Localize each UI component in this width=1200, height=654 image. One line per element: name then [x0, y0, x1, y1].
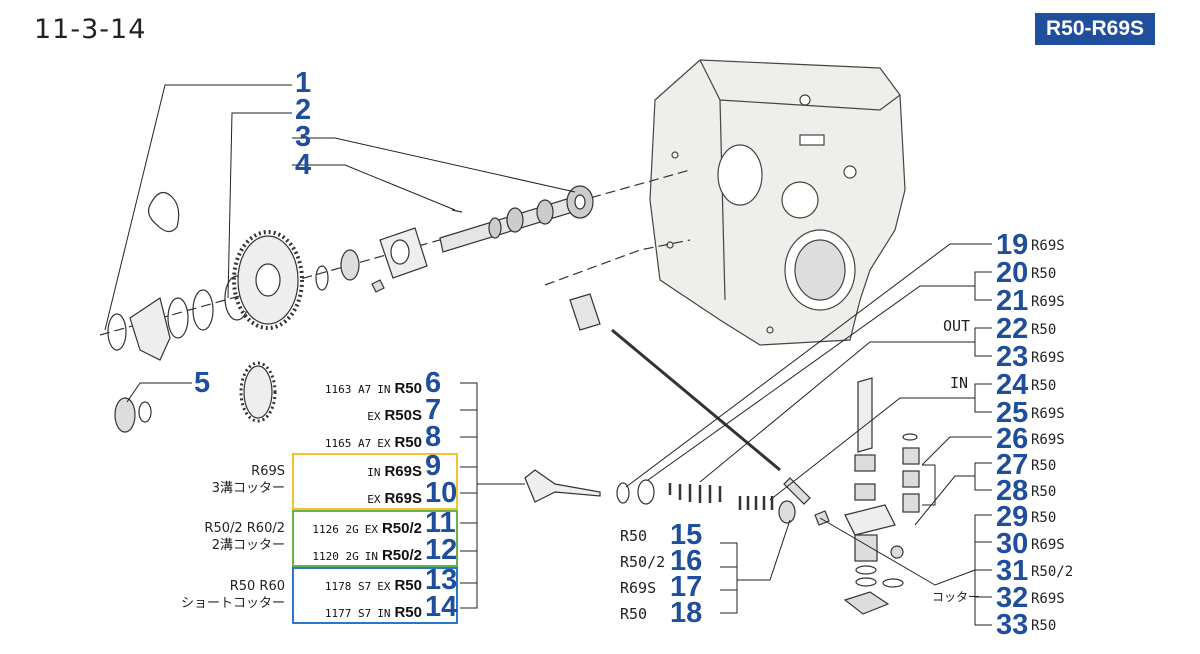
callout-30: 30 — [996, 528, 1029, 560]
right-part-model-33: R50 — [1031, 618, 1057, 634]
callout-26: 26 — [996, 423, 1029, 455]
right-part-model-26: R69S — [1031, 432, 1065, 448]
right-part-model-22: R50 — [1031, 322, 1057, 338]
right-part-model-28: R50 — [1031, 484, 1057, 500]
page-number: 11-3-14 — [34, 14, 147, 45]
part-direction: IN — [377, 607, 391, 620]
engine-block-drawing — [649, 59, 906, 346]
cotter-label: コッター — [932, 590, 981, 604]
callout-23: 23 — [996, 341, 1029, 373]
right-part-model-19: R69S — [1031, 238, 1065, 254]
callout-29: 29 — [996, 501, 1029, 533]
callout-12: 12 — [425, 534, 458, 566]
part-code: 1178 S7 — [324, 580, 372, 593]
group-box-yellow — [292, 453, 458, 510]
callout-16: 16 — [670, 545, 703, 577]
callout-14: 14 — [425, 591, 458, 623]
callout-33: 33 — [996, 609, 1029, 641]
right-part-model-23: R69S — [1031, 350, 1065, 366]
bottom-part-model-16: R50/2 — [620, 553, 666, 571]
callout-11: 11 — [425, 507, 456, 539]
callout-9: 9 — [425, 450, 442, 482]
part-direction: EX — [364, 523, 378, 536]
part-code: 1163 A7 — [324, 383, 372, 396]
part-direction: IN — [364, 550, 378, 563]
callout-6: 6 — [425, 367, 442, 399]
group-box-blue — [292, 567, 458, 624]
callout-3: 3 — [295, 121, 312, 153]
part-direction: EX — [367, 493, 381, 506]
part-code: 1126 2G — [312, 523, 359, 536]
bottom-part-model-15: R50 — [620, 527, 648, 545]
callout-13: 13 — [425, 564, 458, 596]
part-model: R50 — [394, 577, 422, 594]
callout-31: 31 — [996, 555, 1029, 587]
part-model: R50/2 — [381, 547, 422, 564]
part-code: 1177 S7 — [324, 607, 372, 620]
part-model: R50 — [394, 380, 422, 397]
callout-22: 22 — [996, 313, 1029, 345]
part-direction: EX — [377, 437, 391, 450]
part-direction: EX — [377, 580, 391, 593]
in-label: IN — [950, 374, 969, 392]
group-box-green — [292, 510, 458, 567]
part-direction: EX — [367, 410, 381, 423]
out-label: OUT — [943, 317, 971, 335]
part-model: R50/2 — [381, 520, 422, 537]
part-model: R69S — [384, 490, 422, 507]
callout-25: 25 — [996, 397, 1029, 429]
right-part-model-32: R69S — [1031, 591, 1065, 607]
callout-8: 8 — [425, 421, 442, 453]
callout-2: 2 — [295, 94, 312, 126]
right-part-model-24: R50 — [1031, 378, 1057, 394]
part-direction: IN — [377, 383, 391, 396]
callout-18: 18 — [670, 597, 703, 629]
callout-5: 5 — [194, 367, 211, 399]
right-part-model-21: R69S — [1031, 294, 1065, 310]
callout-7: 7 — [425, 394, 442, 426]
callout-17: 17 — [670, 571, 703, 603]
callout-24: 24 — [996, 369, 1029, 401]
right-part-model-29: R50 — [1031, 510, 1057, 526]
model-badge: R50-R69S — [1035, 13, 1155, 45]
part-code: 1165 A7 — [324, 437, 372, 450]
part-model: R69S — [384, 463, 422, 480]
right-part-model-31: R50/2 — [1031, 564, 1074, 580]
part-code: 1120 2G — [312, 550, 359, 563]
callout-4: 4 — [295, 149, 312, 181]
part-model: R50 — [394, 434, 422, 451]
part-direction: IN — [367, 466, 381, 479]
callout-21: 21 — [996, 285, 1029, 317]
right-part-model-27: R50 — [1031, 458, 1057, 474]
callout-15: 15 — [670, 519, 703, 551]
callout-32: 32 — [996, 582, 1029, 614]
right-part-model-25: R69S — [1031, 406, 1065, 422]
callout-20: 20 — [996, 257, 1029, 289]
right-part-model-20: R50 — [1031, 266, 1057, 282]
callout-27: 27 — [996, 449, 1029, 481]
right-part-model-30: R69S — [1031, 537, 1065, 553]
callout-28: 28 — [996, 475, 1029, 507]
bottom-part-model-17: R69S — [620, 579, 657, 597]
bottom-part-model-18: R50 — [620, 605, 648, 623]
part-model: R50 — [394, 604, 422, 621]
callout-19: 19 — [996, 229, 1029, 261]
callout-1: 1 — [295, 67, 312, 99]
part-model: R50S — [384, 407, 422, 424]
callout-10: 10 — [425, 477, 458, 509]
